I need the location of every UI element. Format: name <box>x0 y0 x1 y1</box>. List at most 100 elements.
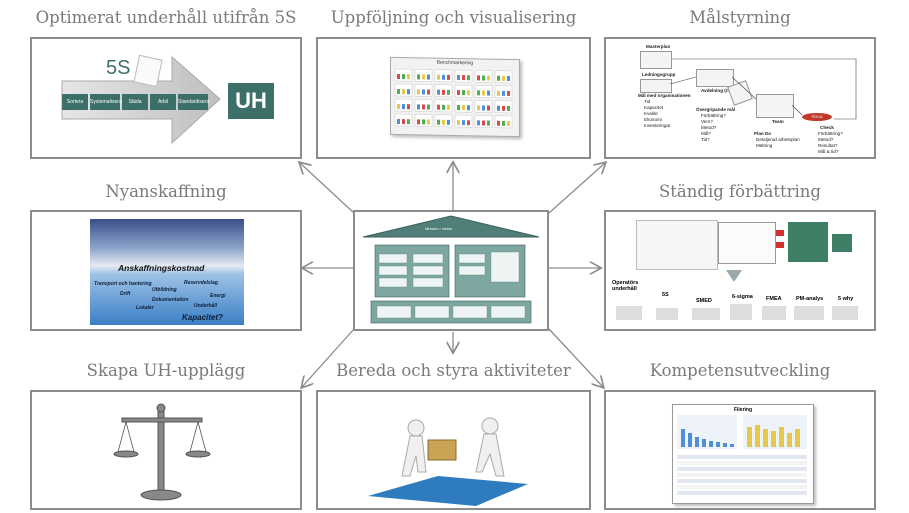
panel-standig-forbattring: Operatörs underhåll 5S SMED 6-sigma FMEA… <box>604 210 876 331</box>
dashboard-bar <box>407 104 410 110</box>
dashboard-bar <box>437 119 440 125</box>
report-bar <box>787 433 792 447</box>
dashboard-bar <box>427 74 430 80</box>
fives-label: 5S <box>106 57 131 79</box>
dashboard-bar <box>402 104 405 110</box>
arrow-top-right <box>548 163 605 214</box>
ny-word: Lokaler <box>136 305 154 311</box>
dashboard-bar <box>422 74 425 80</box>
report-chart-left <box>677 415 737 449</box>
ny-word: Dokumentation <box>152 297 189 303</box>
report-row <box>677 479 807 483</box>
dashboard-bar <box>402 74 405 80</box>
dashboard-bar <box>462 120 465 126</box>
dashboard-bar <box>502 75 505 81</box>
fives-steps: Sortera Systematisera Städa Arbil Standa… <box>62 94 209 110</box>
title-bottom-right: Kompetensutveckling <box>649 361 831 380</box>
title-bottom-left: Skapa UH-upplägg <box>86 361 246 380</box>
dashboard-bar <box>487 120 490 126</box>
report-bar <box>747 427 752 447</box>
dashboard-bar <box>467 105 470 111</box>
tool-smed: SMED <box>696 298 712 304</box>
dashboard-bar <box>407 89 410 95</box>
dashboard-bar <box>462 90 465 96</box>
dashboard-bar <box>462 75 465 81</box>
dashboard-thumbnail: Benchmarkering <box>390 56 520 138</box>
iceberg-picture: Anskaffningskostnad Transport och hanter… <box>90 219 244 325</box>
competence-report: Filering <box>672 404 814 504</box>
dashboard-bar <box>397 103 400 110</box>
dashboard-bar <box>437 74 440 80</box>
dashboard-bar <box>437 89 440 95</box>
ny-word: Energi <box>210 293 226 299</box>
mal-heading2: Övergripande mål <box>696 107 736 112</box>
dashboard-bar <box>407 74 410 80</box>
tool-fmea: FMEA <box>766 296 782 302</box>
flow-screenshot <box>636 220 718 270</box>
fives-step: Standardisera <box>178 94 209 110</box>
report-bar <box>763 429 768 447</box>
dashboard-bar <box>402 119 405 125</box>
down-arrow-icon <box>726 270 742 282</box>
mal-avdelning: Avdelning (Chef) <box>701 88 738 93</box>
dashboard-bar <box>397 88 400 95</box>
dashboard-bar <box>447 74 450 80</box>
dashboard-bar <box>477 105 480 111</box>
mal-heading1: Mål med organisationen <box>638 93 691 98</box>
dashboard-bar <box>507 75 510 81</box>
report-bar <box>771 431 776 447</box>
report-charts <box>677 415 807 495</box>
dashboard-grid <box>394 68 513 129</box>
report-row <box>677 455 807 459</box>
dashboard-bar <box>457 75 460 81</box>
tool-5why: 5 why <box>838 296 854 302</box>
panel-5s: 5S Sortera Systematisera Städa Arbil Sta… <box>30 37 302 159</box>
dashboard-bar <box>482 105 485 111</box>
arrow-bottom-left <box>302 328 355 387</box>
dashboard-bar <box>422 119 425 125</box>
dashboard-bar <box>477 75 480 81</box>
dashboard-bar <box>467 120 470 126</box>
title-top-right: Målstyrning <box>689 8 791 27</box>
report-heading: Filering <box>733 407 753 413</box>
dashboard-bar <box>482 75 485 81</box>
report-bar <box>779 427 784 447</box>
report-bar <box>795 429 800 447</box>
balance-scale-icon <box>113 403 211 501</box>
ny-word: Reservdelslag <box>184 280 218 286</box>
ny-heading: Anskaffningskostnad <box>118 263 205 273</box>
dashboard-bar <box>437 104 440 110</box>
fives-step: Arbil <box>150 94 176 110</box>
dashboard-bar <box>442 104 445 110</box>
title-top-left: Optimerat underhåll utifrån 5S <box>35 8 297 27</box>
dashboard-bar <box>457 90 460 96</box>
dashboard-bar <box>442 74 445 80</box>
report-row <box>677 473 807 477</box>
tool-6sigma: 6-sigma <box>732 294 753 300</box>
mal-check: Check <box>820 125 834 130</box>
dashboard-bar <box>482 120 485 126</box>
title-bottom-center: Bereda och styra aktiviteter <box>336 361 571 380</box>
dashboard-bar <box>447 104 450 110</box>
dashboard-bar <box>422 104 425 110</box>
panel-kompetensutveckling: Filering <box>604 390 876 510</box>
dashboard-bar <box>442 89 445 95</box>
dashboard-bar <box>417 89 420 95</box>
mal-doc1 <box>640 51 672 69</box>
report-bar <box>730 444 734 447</box>
mal-list2: Förbättring? Vem? Metod? Mål? Tid? <box>701 113 726 142</box>
house-roof-label: Mission / vision <box>425 226 453 231</box>
dashboard-bar <box>497 105 500 111</box>
mal-doc5 <box>756 94 794 118</box>
panel-nyanskaffning: Anskaffningskostnad Transport och hanter… <box>30 210 302 331</box>
report-row <box>677 461 807 465</box>
dashboard-bar <box>457 120 460 126</box>
dashboard-bar <box>447 89 450 95</box>
mal-plando: Plan Do <box>754 131 772 136</box>
dashboard-bar <box>507 105 510 111</box>
ny-word: Underhåll <box>194 303 218 309</box>
fives-step: Systematisera <box>90 94 122 110</box>
house-diagram <box>362 215 540 324</box>
report-bar <box>695 437 699 447</box>
dashboard-bar <box>487 75 490 81</box>
